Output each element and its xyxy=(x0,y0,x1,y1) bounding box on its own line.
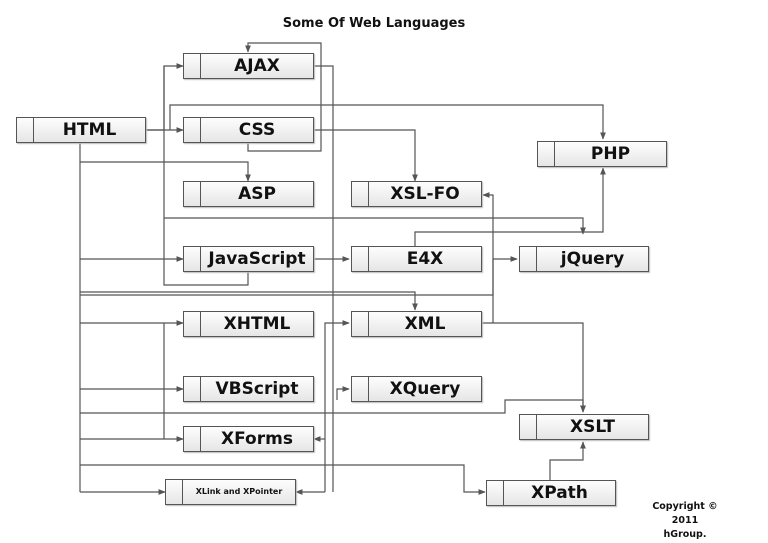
title-text: Some Of Web Languages xyxy=(282,16,466,31)
node-label: XQuery xyxy=(389,379,461,399)
node-stub xyxy=(184,427,201,451)
edge-js-ajax xyxy=(163,66,249,286)
node-label: XPath xyxy=(531,483,588,503)
node-stub xyxy=(184,118,201,142)
copyright-owner: hGroup. xyxy=(663,529,707,540)
edge-css-ajax xyxy=(245,42,322,152)
node-label: ASP xyxy=(238,184,276,204)
node-label: XHTML xyxy=(223,314,291,334)
edge-html-php xyxy=(169,104,606,140)
node-stub xyxy=(352,377,369,401)
node-xslfo[interactable]: XSL-FO xyxy=(351,181,482,207)
node-xslt[interactable]: XSLT xyxy=(519,414,649,440)
edge-ajax-out xyxy=(314,65,334,492)
node-label: AJAX xyxy=(234,56,280,76)
node-stub xyxy=(184,312,201,336)
node-stub xyxy=(184,182,201,206)
node-xquery[interactable]: XQuery xyxy=(351,376,482,402)
node-stub xyxy=(166,480,183,504)
node-label: VBScript xyxy=(215,379,299,399)
edge-xml-xslt xyxy=(481,322,586,413)
node-javascript[interactable]: JavaScript xyxy=(183,246,314,272)
node-php[interactable]: PHP xyxy=(537,141,667,167)
node-label: JavaScript xyxy=(208,249,306,269)
node-html[interactable]: HTML xyxy=(16,117,146,143)
copyright-line: Copyright © 2011 xyxy=(652,501,718,526)
node-stub xyxy=(520,247,537,271)
edge-html-xml xyxy=(80,291,418,311)
node-stub xyxy=(538,142,555,166)
node-label: XSLT xyxy=(570,417,615,437)
node-stub xyxy=(520,415,537,439)
node-xpath[interactable]: XPath xyxy=(486,480,616,506)
copyright-note: Copyright © 2011 hGroup. xyxy=(640,500,730,542)
node-label: HTML xyxy=(62,120,117,140)
edge-css-xslfo xyxy=(314,129,418,182)
node-jquery[interactable]: jQuery xyxy=(519,246,649,272)
edge-mid-line xyxy=(164,217,586,235)
node-vbscript[interactable]: VBScript xyxy=(183,376,314,402)
node-label: XSL-FO xyxy=(390,184,460,204)
edge-html-xpath xyxy=(80,464,486,495)
node-label: CSS xyxy=(238,120,276,140)
node-e4x[interactable]: E4X xyxy=(351,246,482,272)
edge-html-long xyxy=(80,399,586,414)
node-ajax[interactable]: AJAX xyxy=(183,53,314,79)
node-label: jQuery xyxy=(560,249,625,269)
node-stub xyxy=(487,481,504,505)
node-label: XML xyxy=(404,314,446,334)
node-xml[interactable]: XML xyxy=(351,311,482,337)
edge-xpath-xslt xyxy=(549,441,586,480)
node-stub xyxy=(352,312,369,336)
node-stub xyxy=(184,247,201,271)
node-label: PHP xyxy=(590,144,631,164)
diagram-title: Some Of Web Languages xyxy=(0,16,768,31)
edge-xml-in xyxy=(324,320,350,492)
node-label: XLink and XPointer xyxy=(195,487,283,496)
node-stub xyxy=(352,182,369,206)
edge-xquery-in xyxy=(336,386,350,400)
node-css[interactable]: CSS xyxy=(183,117,314,143)
edge-xml-xslfo xyxy=(482,192,494,323)
node-stub xyxy=(352,247,369,271)
node-xhtml[interactable]: XHTML xyxy=(183,311,314,337)
node-label: E4X xyxy=(406,249,444,269)
node-label: XForms xyxy=(221,429,293,449)
edge-html-asp xyxy=(80,161,251,182)
node-xlink[interactable]: XLink and XPointer xyxy=(165,479,296,505)
node-xforms[interactable]: XForms xyxy=(183,426,314,452)
edge-e4x-php xyxy=(414,167,606,246)
node-stub xyxy=(184,377,201,401)
node-stub xyxy=(17,118,34,142)
node-stub xyxy=(184,54,201,78)
node-asp[interactable]: ASP xyxy=(183,181,314,207)
